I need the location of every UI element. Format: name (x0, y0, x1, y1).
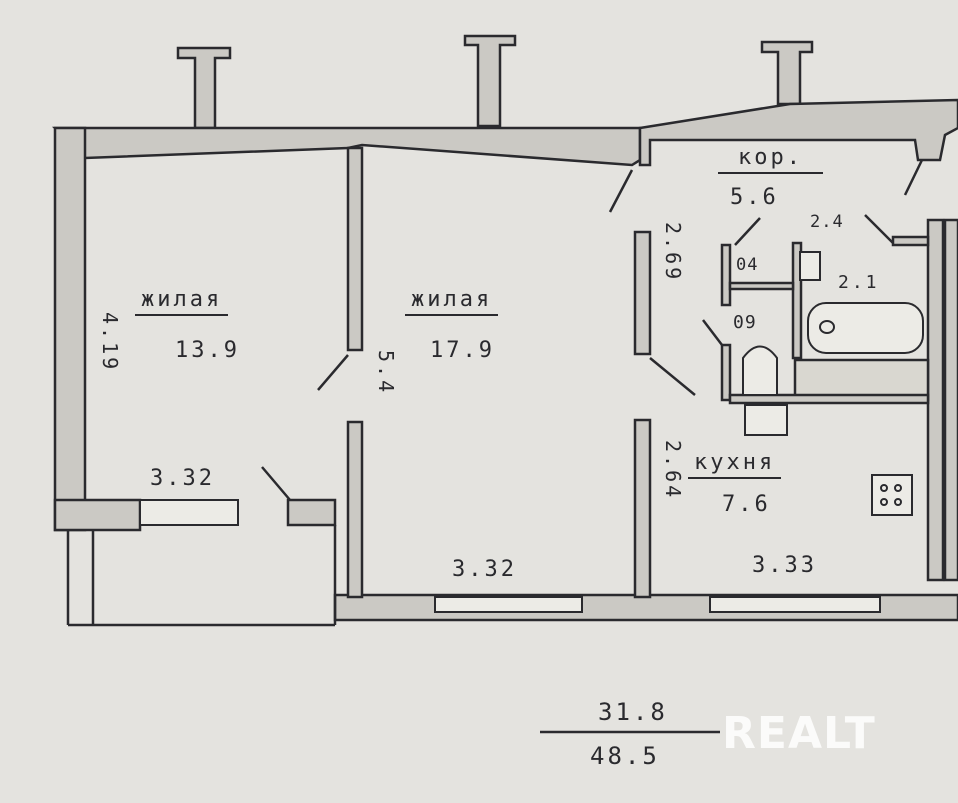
sink-small (799, 251, 821, 281)
door-swing (649, 357, 696, 396)
bathtub-drain (819, 320, 835, 334)
bathroom-wall (891, 235, 930, 247)
room-width-label: 3.33 (752, 553, 817, 578)
vent-duct (760, 40, 814, 106)
toilet-label: 09 (733, 312, 757, 333)
window (709, 596, 881, 613)
door-swing (702, 319, 723, 346)
vent-duct (463, 34, 517, 128)
room-name: кухня (688, 450, 782, 479)
total-area: 48.5 (590, 742, 660, 770)
window (434, 596, 583, 613)
door-swing (608, 169, 634, 213)
top-wall-right (638, 98, 958, 167)
toilet (742, 345, 778, 396)
room-name: кор. (718, 145, 823, 174)
toilet-wall (720, 343, 732, 402)
bath-width-label: 2.4 (810, 212, 844, 232)
bath-label: 2.1 (838, 272, 880, 293)
left-wall (53, 126, 87, 532)
stove (871, 474, 913, 516)
vent-duct (176, 46, 232, 130)
door-swing (317, 354, 349, 391)
door-swing (734, 217, 761, 246)
bathroom-wall (720, 243, 732, 307)
room-width-label: 3.32 (452, 557, 517, 582)
room-area: 17.9 (430, 338, 495, 363)
bathroom-wall (728, 281, 795, 291)
door-swing (864, 214, 894, 244)
door-swing (903, 159, 924, 196)
room-name: жилая (405, 287, 499, 316)
room-name: жилая (135, 287, 229, 316)
partition-wall (346, 146, 364, 352)
room-height-label: 5.4 (374, 350, 398, 396)
room1-bottom-wall (53, 498, 142, 532)
room-area: 13.9 (175, 338, 240, 363)
window (139, 499, 239, 526)
closet-label: 04 (736, 255, 759, 275)
room-area: 5.6 (730, 185, 779, 210)
living-area-total: 31.8 (598, 698, 668, 726)
kitchen-left-wall (633, 418, 652, 599)
counter (728, 393, 930, 405)
door-swing (261, 466, 291, 501)
right-wall (926, 218, 945, 582)
room-height-label: 2.64 (661, 440, 685, 501)
bathtub (807, 302, 924, 354)
wall (286, 498, 337, 527)
kitchen-left-wall (633, 230, 652, 356)
corridor-height-label: 2.69 (661, 222, 685, 283)
room-height-label: 4.19 (98, 312, 122, 373)
sink (744, 404, 788, 436)
watermark-logo: REALT (722, 708, 876, 759)
room-width-label: 3.32 (150, 466, 215, 491)
room-area: 7.6 (722, 492, 771, 517)
partition-wall (346, 420, 364, 599)
right-wall-2 (943, 218, 958, 582)
bathroom-wall (791, 241, 803, 360)
